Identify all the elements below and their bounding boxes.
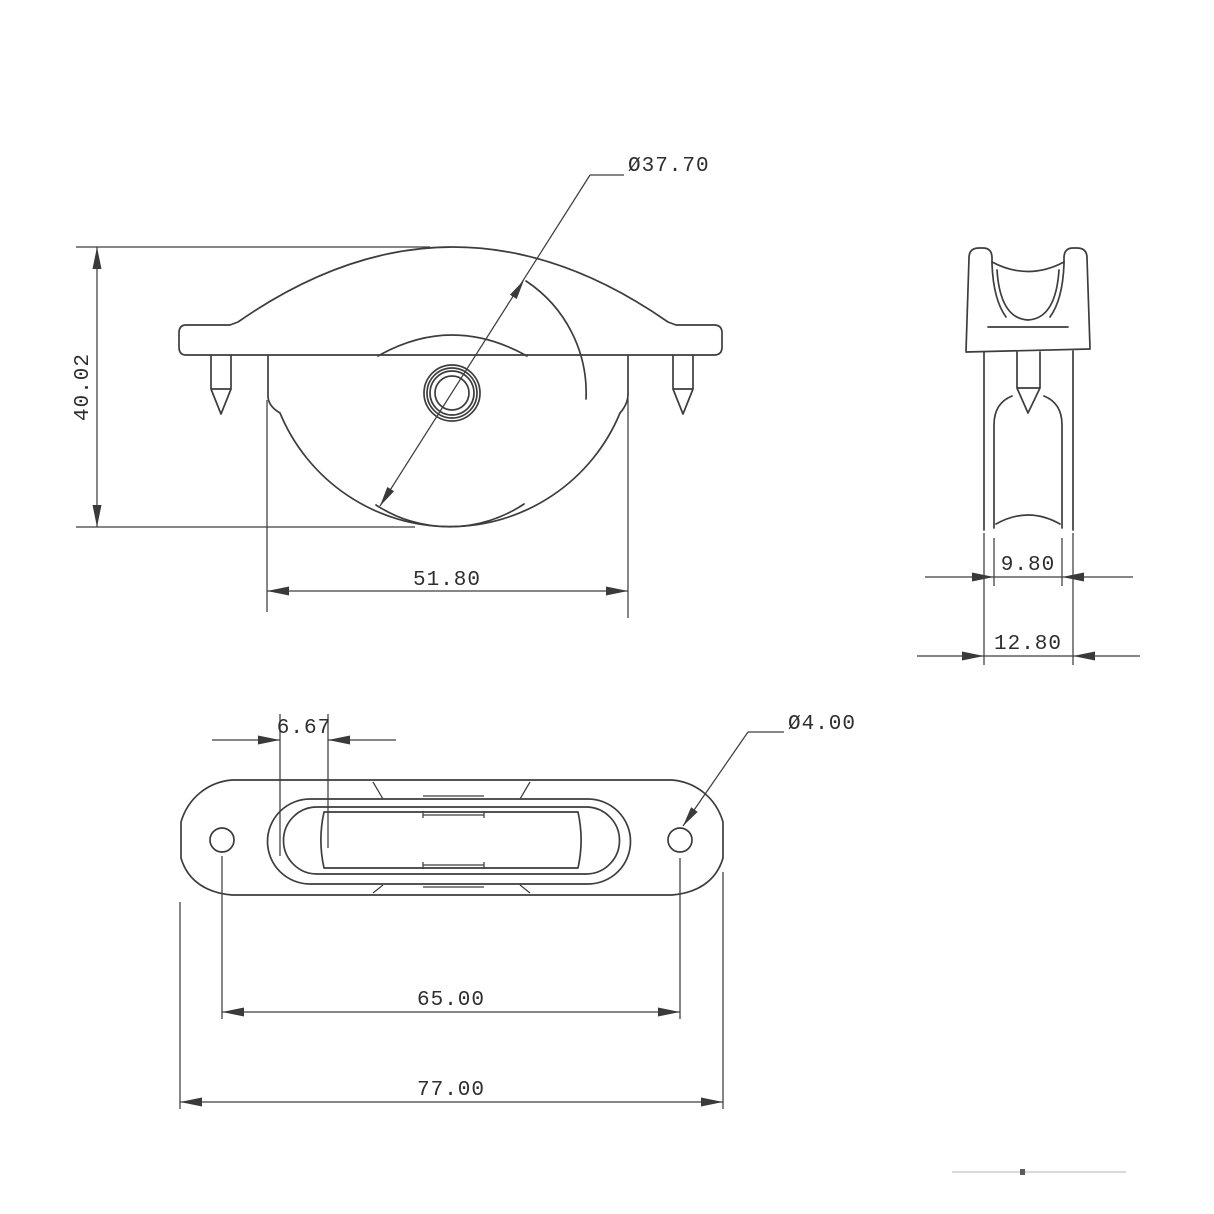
plan-view: 6.67 Ø4.00 65.00 77.00	[179, 713, 856, 1109]
plan-hole-spacing-dimension: 65.00	[221, 856, 681, 1019]
scan-artifact-line	[952, 1169, 1126, 1175]
arrowhead	[92, 247, 102, 269]
arrowhead	[180, 1097, 202, 1107]
dim-label-plan-hole-spacing: 65.00	[417, 989, 485, 1012]
arrowhead	[701, 1097, 723, 1107]
plan-hole-diameter-dimension: Ø4.00	[682, 713, 856, 827]
arrowhead	[328, 735, 350, 745]
arrowhead	[222, 1007, 244, 1017]
side-groove-width-dimension: 9.80	[925, 538, 1133, 586]
front-housing-cup	[267, 355, 629, 528]
dim-label-side-overall-width: 12.80	[994, 633, 1062, 656]
side-groove-right-wall	[1043, 395, 1063, 529]
arrowhead	[509, 280, 524, 299]
front-width-dimension: 51.80	[266, 398, 629, 618]
front-view: Ø37.70 40.02 51.80	[72, 155, 723, 618]
plan-left-screw-hole	[209, 827, 235, 853]
dim-label-plan-overall-length: 77.00	[417, 1079, 485, 1102]
arrowhead	[1073, 651, 1095, 661]
side-case-walls	[983, 350, 1074, 531]
arrowhead	[380, 487, 395, 506]
side-groove-bottom-arc	[995, 514, 1061, 525]
dim-label-plan-hole-diameter: Ø4.00	[788, 713, 856, 736]
plan-right-screw-hole	[667, 827, 693, 853]
side-left-prong	[965, 247, 1007, 352]
side-flange-bottom	[965, 348, 1091, 353]
plan-offset-dimension: 6.67	[212, 714, 396, 856]
front-plate-outline	[178, 246, 723, 356]
plan-plate-outline	[180, 779, 724, 896]
side-saddle-curve	[991, 261, 1065, 273]
arrowhead	[258, 735, 280, 745]
plan-slot-opening	[320, 811, 582, 869]
arrowhead	[683, 807, 698, 826]
arrowhead	[267, 586, 289, 596]
arrowhead	[962, 651, 984, 661]
side-right-prong	[1049, 247, 1091, 349]
front-diameter-dimension: Ø37.70	[379, 155, 710, 507]
dim-label-plan-offset: 6.67	[277, 717, 331, 740]
dim-label-front-width: 51.80	[413, 569, 481, 592]
side-groove-left-wall	[993, 395, 1013, 529]
arrowhead	[658, 1007, 680, 1017]
front-axle-rings	[423, 364, 481, 422]
dim-label-front-height: 40.02	[72, 353, 95, 421]
front-left-spike	[210, 354, 232, 415]
arrowhead	[606, 586, 628, 596]
arrowhead	[972, 572, 994, 582]
front-wheel-arc-upper	[525, 280, 587, 400]
front-height-dimension: 40.02	[72, 246, 430, 528]
plan-boss-inner	[282, 806, 621, 875]
plan-boss-outer	[266, 798, 632, 885]
side-view: 9.80 12.80	[917, 247, 1140, 665]
plan-overall-length-dimension: 77.00	[179, 872, 724, 1109]
side-cup-interior	[996, 269, 1060, 321]
side-spike	[1016, 351, 1041, 414]
side-overall-width-dimension: 12.80	[917, 533, 1140, 665]
front-housing-top-arc	[377, 334, 528, 357]
arrowhead	[92, 505, 102, 527]
plan-groove-marks	[422, 795, 485, 888]
front-right-spike	[672, 354, 694, 415]
plan-chamfer-ticks	[372, 781, 531, 894]
front-wheel-arc-lower	[375, 503, 525, 528]
dim-label-side-groove-width: 9.80	[1001, 554, 1055, 577]
dim-label-front-diameter: Ø37.70	[628, 155, 710, 178]
